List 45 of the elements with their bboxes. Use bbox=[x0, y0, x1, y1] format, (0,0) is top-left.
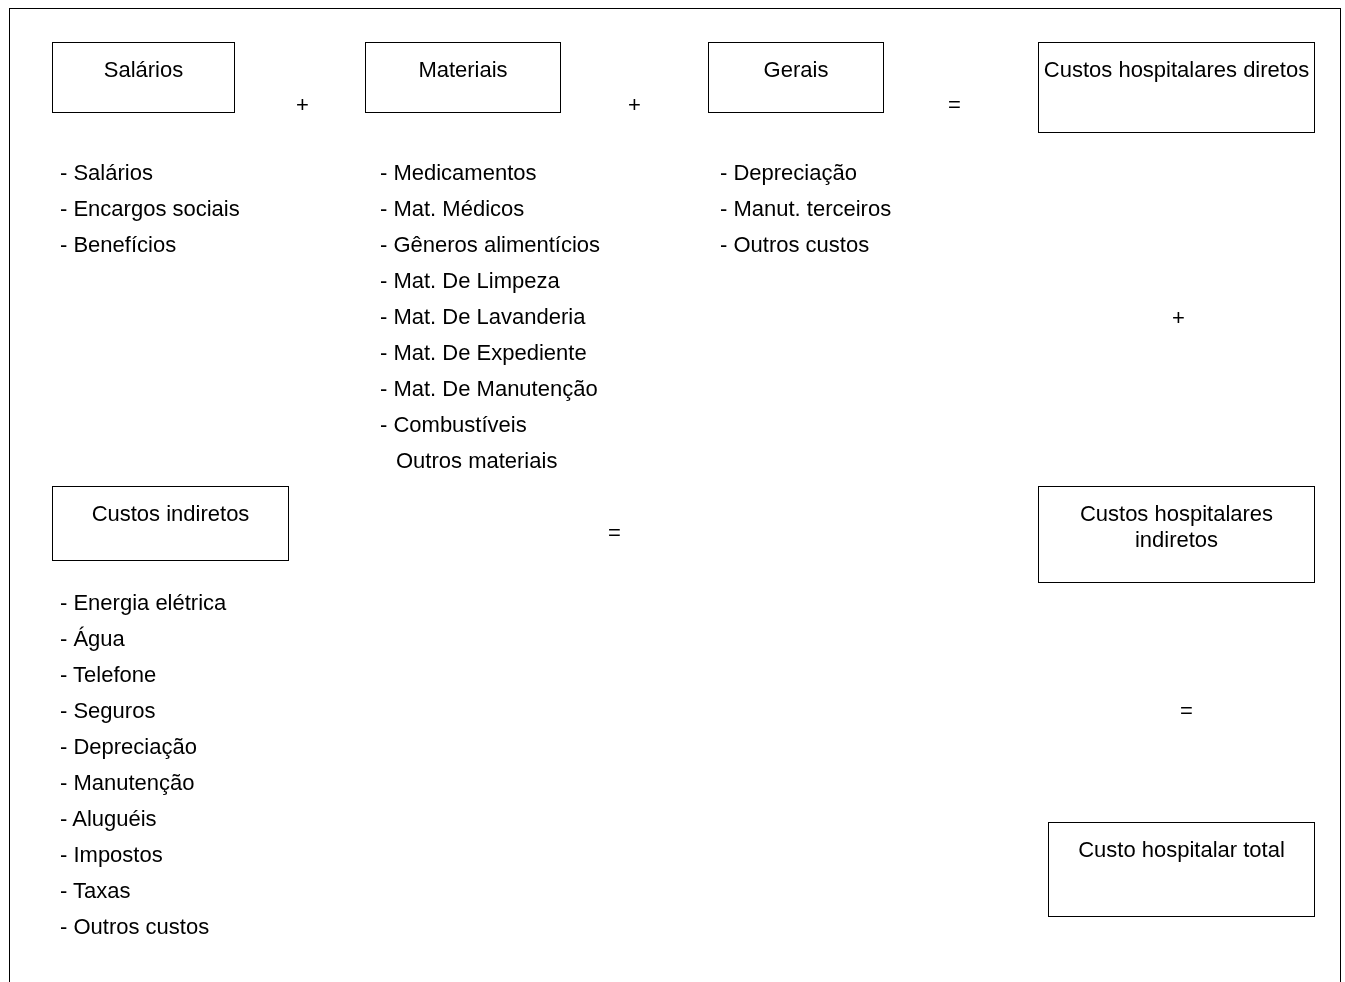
list-item: - Manutenção bbox=[60, 770, 195, 796]
box-label: Custos hospitalares indiretos bbox=[1078, 501, 1275, 553]
list-item: Outros materiais bbox=[396, 448, 558, 474]
list-item: - Manut. terceiros bbox=[720, 196, 892, 222]
list-item: - Encargos sociais bbox=[60, 196, 240, 222]
list-item: - Taxas bbox=[60, 878, 131, 904]
box-label: Salários bbox=[103, 57, 184, 83]
box-label: Gerais bbox=[763, 57, 829, 83]
cost-box bbox=[1048, 822, 1315, 917]
list-item: - Benefícios bbox=[60, 232, 177, 258]
box-label: Custos indiretos bbox=[91, 501, 250, 527]
list-item: - Medicamentos bbox=[380, 160, 537, 186]
list-item: - Telefone bbox=[60, 662, 157, 688]
list-item: - Mat. De Expediente bbox=[380, 340, 587, 366]
cost-box bbox=[52, 486, 289, 561]
operator-sign: + bbox=[1172, 305, 1185, 331]
operator-sign: + bbox=[628, 92, 641, 118]
list-item: - Depreciação bbox=[60, 734, 197, 760]
list-item: - Combustíveis bbox=[380, 412, 527, 438]
list-item: - Energia elétrica bbox=[60, 590, 227, 616]
operator-sign: + bbox=[296, 92, 309, 118]
cost-box bbox=[1038, 486, 1315, 583]
cost-box bbox=[708, 42, 884, 113]
cost-box bbox=[52, 42, 235, 113]
operator-sign: = bbox=[948, 92, 961, 118]
list-item: - Outros custos bbox=[60, 914, 210, 940]
box-label: Custo hospitalar total bbox=[1078, 837, 1285, 863]
cost-box bbox=[1038, 42, 1315, 133]
list-item: - Gêneros alimentícios bbox=[380, 232, 601, 258]
list-item: - Mat. De Lavanderia bbox=[380, 304, 586, 330]
cost-box bbox=[365, 42, 561, 113]
list-item: - Salários bbox=[60, 160, 153, 186]
list-item: - Depreciação bbox=[720, 160, 857, 186]
operator-sign: = bbox=[1180, 698, 1193, 724]
list-item: - Água bbox=[60, 626, 125, 652]
operator-sign: = bbox=[608, 520, 621, 546]
box-label: Materiais bbox=[418, 57, 508, 83]
list-item: - Mat. De Manutenção bbox=[380, 376, 598, 402]
list-item: - Outros custos bbox=[720, 232, 870, 258]
box-label: Custos hospitalares diretos bbox=[1043, 57, 1310, 83]
list-item: - Impostos bbox=[60, 842, 163, 868]
list-item: - Aluguéis bbox=[60, 806, 157, 832]
list-item: - Mat. Médicos bbox=[380, 196, 525, 222]
list-item: - Seguros bbox=[60, 698, 156, 724]
list-item: - Mat. De Limpeza bbox=[380, 268, 560, 294]
